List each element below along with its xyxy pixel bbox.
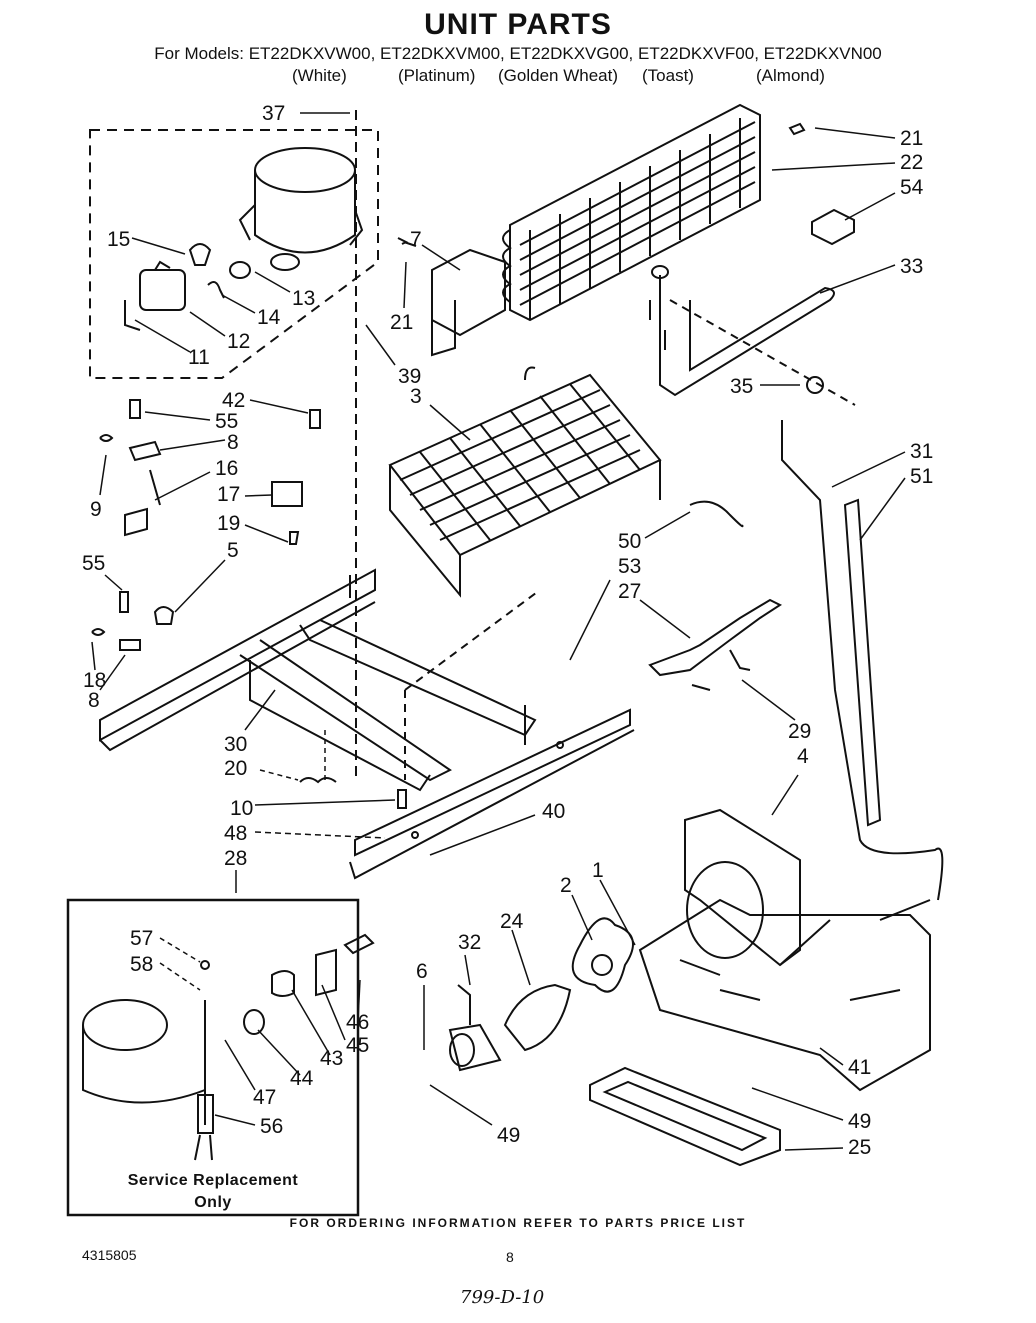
callout-49: 49 <box>848 1110 872 1133</box>
callout-31: 31 <box>910 440 934 463</box>
callout-20: 20 <box>224 757 248 780</box>
color-label-white: (White) <box>292 66 347 85</box>
callout-55b: 55 <box>82 552 106 575</box>
color-label-golden-wheat: (Golden Wheat) <box>498 66 618 85</box>
color-label-platinum: (Platinum) <box>398 66 476 85</box>
callout-30: 30 <box>224 733 248 756</box>
service-replacement-line1: Service Replacement <box>127 1172 299 1189</box>
document-number: 4315805 <box>82 1247 137 1263</box>
defrost-heater-33-drawing <box>649 265 835 397</box>
handwritten-note: 799-D-10 <box>460 1287 545 1308</box>
leader-lines <box>91 112 906 1151</box>
overload-relay-drawing <box>124 243 251 331</box>
callout-58: 58 <box>130 953 154 976</box>
callout-22: 22 <box>900 151 924 174</box>
service-replacement-box <box>66 898 360 1217</box>
fan-motor-assembly-drawing <box>448 808 931 1092</box>
callout-44: 44 <box>290 1067 314 1090</box>
callout-2: 2 <box>560 874 572 897</box>
callout-55: 55 <box>215 410 239 433</box>
bracket-40-drawing <box>349 708 635 880</box>
models-line: For Models: ET22DKXVW00, ET22DKXVM00, ET… <box>154 44 882 63</box>
callout-21: 21 <box>900 127 924 150</box>
thermostat-35-drawing <box>806 376 824 394</box>
callout-27: 27 <box>618 580 642 603</box>
callout-10: 10 <box>230 797 254 820</box>
compressor-drawing <box>238 147 364 271</box>
ordering-note: FOR ORDERING INFORMATION REFER TO PARTS … <box>289 1216 747 1230</box>
callout-17: 17 <box>217 483 241 506</box>
callout-13: 13 <box>292 287 316 310</box>
screw-21-drawing <box>397 237 417 247</box>
bracket-7-drawing <box>431 248 506 357</box>
callout-39: 39 <box>398 365 422 388</box>
callout-50: 50 <box>618 530 642 553</box>
callout-51: 51 <box>910 465 934 488</box>
callout-4: 4 <box>797 745 809 768</box>
callout-45: 45 <box>346 1034 370 1057</box>
capillary-tube-31-drawing <box>781 420 944 921</box>
callout-8: 8 <box>227 431 239 454</box>
callout-35: 35 <box>730 375 754 398</box>
callout-18: 18 <box>83 669 107 692</box>
callout-16: 16 <box>215 457 239 480</box>
screw-21-top-drawing <box>788 122 806 136</box>
rail-assembly-drawing <box>99 568 537 792</box>
service-replacement-line2: Only <box>194 1194 232 1211</box>
callout-14: 14 <box>257 306 281 329</box>
clip-54-drawing <box>811 208 855 246</box>
callout-8b: 8 <box>88 689 100 712</box>
callout-43: 43 <box>320 1047 344 1070</box>
callout-40: 40 <box>542 800 566 823</box>
callout-25: 25 <box>848 1136 872 1159</box>
callout-41: 41 <box>848 1056 872 1079</box>
evaporator-coil-drawing <box>388 366 662 598</box>
callout-12: 12 <box>227 330 251 353</box>
callout-19: 19 <box>217 512 241 535</box>
callout-53: 53 <box>618 555 642 578</box>
callout-32: 32 <box>458 931 482 954</box>
color-label-toast: (Toast) <box>642 66 694 85</box>
callout-6: 6 <box>416 960 428 983</box>
callout-46: 46 <box>346 1011 370 1034</box>
callout-29: 29 <box>788 720 812 743</box>
callout-47: 47 <box>253 1086 277 1109</box>
callout-49b: 49 <box>497 1124 521 1147</box>
callout-33: 33 <box>900 255 924 278</box>
drier-27-drawing <box>648 598 783 691</box>
callout-54: 54 <box>900 176 924 199</box>
callout-28: 28 <box>224 847 248 870</box>
callout-9: 9 <box>90 498 102 521</box>
callout-42: 42 <box>222 389 246 412</box>
small-parts-left-drawing <box>91 399 407 809</box>
callout-3: 3 <box>410 385 422 408</box>
callout-48: 48 <box>224 822 248 845</box>
callout-5: 5 <box>227 539 239 562</box>
callout-7: 7 <box>410 228 422 251</box>
drain-pan-25-drawing <box>589 1066 781 1167</box>
callout-15: 15 <box>107 228 131 251</box>
callout-24: 24 <box>500 910 524 933</box>
callout-1: 1 <box>592 859 604 882</box>
color-label-almond: (Almond) <box>756 66 825 85</box>
page-title: UNIT PARTS <box>424 8 612 41</box>
callout-57: 57 <box>130 927 154 950</box>
clip-50-drawing <box>689 500 744 528</box>
callout-21b: 21 <box>390 311 414 334</box>
callout-37: 37 <box>262 102 286 125</box>
callout-11: 11 <box>188 346 210 369</box>
page-number: 8 <box>506 1249 514 1265</box>
service-compressor-drawing <box>82 933 375 1161</box>
condenser-coil-drawing <box>502 103 761 322</box>
compressor-area-outline <box>89 129 379 379</box>
callout-56: 56 <box>260 1115 284 1138</box>
service-replacement-label: Service Replacement Only <box>68 1170 358 1214</box>
